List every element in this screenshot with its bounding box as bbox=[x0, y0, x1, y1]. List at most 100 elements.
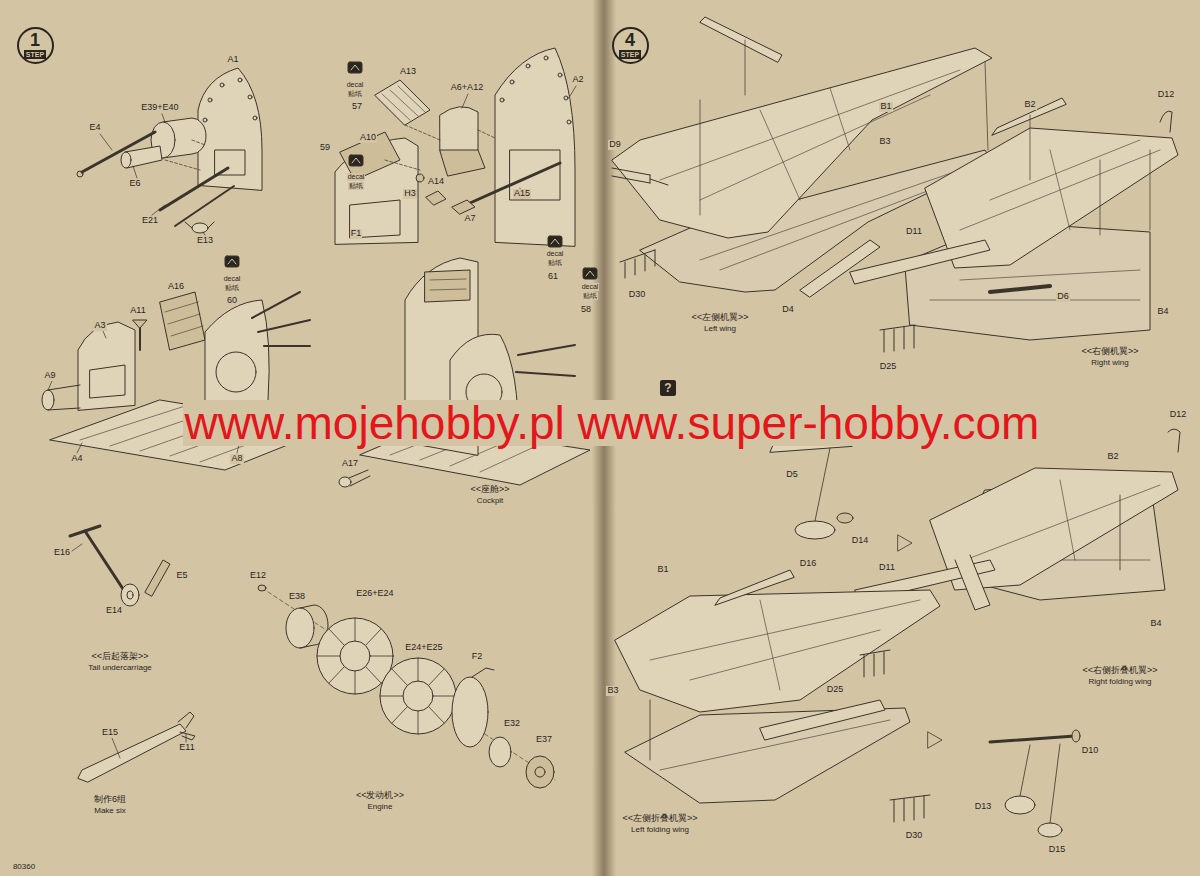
decal-label: decal bbox=[347, 173, 366, 181]
rocket bbox=[178, 712, 195, 740]
tail-undercarriage bbox=[127, 591, 133, 599]
decal-number: 57 bbox=[351, 102, 363, 112]
badge-text: STEP bbox=[24, 50, 46, 59]
part-number: B1 bbox=[656, 565, 669, 575]
left-folding-wing bbox=[1072, 730, 1080, 742]
caption-chinese: <<左侧折叠机翼>> bbox=[621, 814, 698, 824]
caption-english: Right wing bbox=[1090, 359, 1129, 368]
caption-english: Right folding wing bbox=[1087, 678, 1152, 687]
part-number: D11 bbox=[878, 563, 896, 573]
cockpit-parts bbox=[385, 125, 495, 170]
cockpit-parts bbox=[416, 174, 424, 182]
radial-engine bbox=[258, 585, 555, 788]
fuselage-frame bbox=[121, 152, 131, 168]
part-number: B4 bbox=[1156, 307, 1169, 317]
fuselage-frame bbox=[100, 114, 205, 235]
caption-chinese: <<右侧机翼>> bbox=[1080, 347, 1139, 357]
fuselage-frame bbox=[165, 140, 205, 170]
part-number: D12 bbox=[1169, 410, 1188, 420]
cockpit-parts bbox=[567, 120, 571, 124]
decal-number: 58 bbox=[580, 305, 592, 315]
part-number: D25 bbox=[826, 685, 845, 695]
radial-engine bbox=[317, 618, 393, 694]
decal-icon bbox=[225, 256, 239, 267]
fuselage-frame bbox=[203, 118, 207, 122]
decal-number: 59 bbox=[319, 143, 331, 153]
right-wing bbox=[1030, 115, 1150, 235]
badge-text: STEP bbox=[619, 50, 641, 59]
radial-engine bbox=[262, 588, 555, 780]
cockpit-floor bbox=[216, 352, 256, 392]
part-number: E16 bbox=[53, 548, 71, 558]
part-number: E37 bbox=[535, 735, 553, 745]
radial-engine bbox=[472, 668, 494, 677]
part-number: D14 bbox=[851, 536, 870, 546]
part-number: H3 bbox=[403, 189, 417, 199]
caption-chinese: <<座舱>> bbox=[469, 485, 510, 495]
right-folding-wing bbox=[770, 429, 1180, 610]
decal-label: 贴纸 bbox=[348, 182, 364, 190]
part-number: F2 bbox=[471, 652, 484, 662]
decal-icon bbox=[583, 268, 597, 279]
right-folding-wing bbox=[955, 555, 990, 610]
watermark: www.mojehobby.pl www.super-hobby.com bbox=[183, 400, 1042, 446]
part-number: D30 bbox=[905, 831, 924, 841]
part-number: A13 bbox=[399, 67, 417, 77]
part-number: D16 bbox=[799, 559, 818, 569]
decal-icon bbox=[348, 62, 362, 73]
part-number: D4 bbox=[781, 305, 795, 315]
note-badge: ? bbox=[660, 380, 676, 396]
cockpit-floor bbox=[78, 322, 135, 410]
left-folding-wing bbox=[650, 600, 920, 690]
caption-english: Make six bbox=[93, 807, 127, 816]
cockpit-assembly bbox=[516, 372, 575, 376]
right-wing bbox=[930, 270, 1140, 300]
cockpit-floor bbox=[258, 320, 310, 332]
decal-icon bbox=[548, 236, 562, 247]
left-folding-wing bbox=[860, 650, 890, 677]
right-wing bbox=[880, 325, 915, 352]
right-wing bbox=[850, 240, 990, 284]
cockpit-assembly bbox=[430, 279, 466, 290]
right-wing bbox=[850, 98, 1178, 352]
left-folding-wing bbox=[615, 590, 940, 712]
cockpit-floor bbox=[160, 292, 205, 350]
radial-engine bbox=[258, 585, 266, 591]
step-badge: STEP1 bbox=[17, 27, 54, 64]
right-wing bbox=[992, 98, 1066, 135]
right-wing bbox=[1160, 111, 1172, 132]
decal-label: 贴纸 bbox=[547, 259, 563, 267]
cockpit-floor bbox=[165, 302, 203, 336]
part-number: D12 bbox=[1157, 90, 1176, 100]
caption-english: Cockpit bbox=[476, 497, 505, 506]
part-number: E5 bbox=[175, 571, 188, 581]
part-number: D15 bbox=[1048, 845, 1067, 855]
left-folding-wing bbox=[625, 708, 910, 803]
left-folding-wing bbox=[650, 700, 1060, 823]
fuselage-frame bbox=[253, 116, 257, 120]
decal-label: decal bbox=[581, 283, 600, 291]
left-wing bbox=[612, 168, 668, 185]
caption-english: Left folding wing bbox=[630, 826, 690, 835]
left-wing bbox=[700, 17, 782, 62]
part-number: F1 bbox=[350, 229, 363, 239]
cockpit-assembly bbox=[339, 258, 590, 487]
cockpit-floor bbox=[90, 365, 125, 398]
part-number: A16 bbox=[167, 282, 185, 292]
radial-engine bbox=[526, 756, 554, 788]
part-number: D5 bbox=[785, 470, 799, 480]
step-number: 4 bbox=[625, 31, 635, 49]
part-number: A11 bbox=[129, 306, 146, 316]
cockpit-floor bbox=[48, 385, 80, 410]
cockpit-parts bbox=[382, 86, 425, 120]
tail-undercarriage bbox=[145, 560, 170, 596]
tail-undercarriage bbox=[85, 531, 125, 592]
cockpit-parts bbox=[350, 200, 400, 238]
decal-label: decal bbox=[346, 81, 365, 89]
cockpit-floor bbox=[264, 345, 310, 347]
fuselage-frame bbox=[192, 223, 208, 233]
cockpit-floor bbox=[42, 390, 54, 410]
decal-icon bbox=[352, 158, 360, 163]
